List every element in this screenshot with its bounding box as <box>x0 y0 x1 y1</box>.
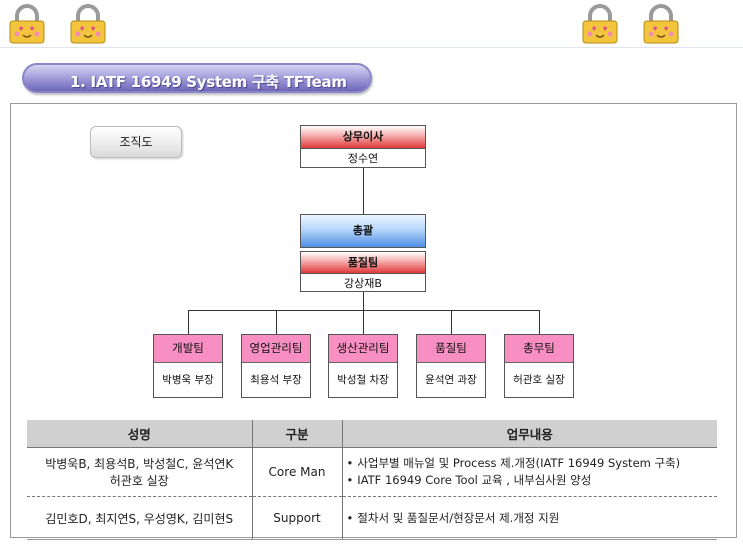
bullet-icon: • <box>346 510 354 525</box>
team-box-production: 생산관리팀 박성철 차장 <box>328 334 398 398</box>
duties-cell: •절차서 및 품질문서/현장문서 제.개정 지원 <box>341 496 717 540</box>
connector-exec-overall <box>363 168 364 214</box>
table-header-row: 성명 구분 업무내용 <box>27 420 717 448</box>
executive-name: 정수연 <box>347 152 379 165</box>
duty-text: IATF 16949 Core Tool 교육 , 내부심사원 양성 <box>357 473 592 487</box>
org-chart-label: 조직도 <box>90 126 182 158</box>
duty-item: •사업부별 매뉴얼 및 Process 제.개정(IATF 16949 Syst… <box>347 455 717 472</box>
team-member: 최용석 부장 <box>250 374 302 386</box>
team-member: 박성철 차장 <box>337 374 389 386</box>
connector-team-5 <box>539 310 540 334</box>
team-member: 허관호 실장 <box>513 374 565 386</box>
duty-item: •IATF 16949 Core Tool 교육 , 내부심사원 양성 <box>347 472 717 489</box>
quality-lead-name: 강상재B <box>344 277 382 290</box>
executive-box: 상무이사 정수연 <box>300 125 426 168</box>
connector-team-4 <box>451 310 452 334</box>
bullet-icon: • <box>346 473 354 487</box>
header-band <box>0 0 743 48</box>
team-member: 윤석연 과장 <box>425 374 477 386</box>
responsibility-table: 성명 구분 업무내용 박병욱B, 최용석B, 박성철C, 윤석연K 허관호 실장… <box>27 420 717 540</box>
duty-item: •절차서 및 품질문서/현장문서 제.개정 지원 <box>347 510 717 527</box>
table-row: 김민호D, 최지연S, 우성영K, 김미현S Support •절차서 및 품질… <box>27 496 717 540</box>
overall-box: 총괄 <box>300 214 426 248</box>
quality-lead-title: 품질팀 <box>301 252 425 274</box>
smiling-lock-icon <box>9 4 45 44</box>
smiling-lock-icon <box>70 4 106 44</box>
connector-quality-teams <box>363 292 364 310</box>
team-name: 총무팀 <box>505 335 573 363</box>
column-header-role: 구분 <box>251 420 342 448</box>
team-box-development: 개발팀 박병욱 부장 <box>153 334 223 398</box>
duties-cell: •사업부별 매뉴얼 및 Process 제.개정(IATF 16949 Syst… <box>341 447 717 497</box>
team-box-sales: 영업관리팀 최용석 부장 <box>241 334 311 398</box>
column-header-name: 성명 <box>27 420 252 448</box>
table-row: 박병욱B, 최용석B, 박성철C, 윤석연K 허관호 실장 Core Man •… <box>27 447 717 497</box>
team-name: 개발팀 <box>154 335 222 363</box>
header-divider <box>0 47 743 48</box>
team-name: 품질팀 <box>417 335 485 363</box>
names-cell: 박병욱B, 최용석B, 박성철C, 윤석연K 허관호 실장 <box>27 447 252 497</box>
bullet-icon: • <box>346 456 354 470</box>
names-cell: 김민호D, 최지연S, 우성영K, 김미현S <box>27 496 252 540</box>
team-box-quality: 품질팀 윤석연 과장 <box>416 334 486 398</box>
quality-lead-box: 품질팀 강상재B <box>300 251 426 292</box>
column-header-duties: 업무내용 <box>341 420 717 448</box>
smiling-lock-icon <box>582 4 618 44</box>
executive-title: 상무이사 <box>301 126 425 149</box>
connector-team-1 <box>188 310 189 334</box>
team-name: 영업관리팀 <box>242 335 310 363</box>
section-title: 1. IATF 16949 System 구축 TFTeam <box>70 73 347 91</box>
smiling-lock-icon <box>643 4 679 44</box>
section-title-pill: 1. IATF 16949 System 구축 TFTeam <box>22 63 372 93</box>
team-member: 박병욱 부장 <box>162 374 214 386</box>
role-cell: Support <box>251 496 342 540</box>
role-cell: Core Man <box>251 447 342 497</box>
names-line: 허관호 실장 <box>109 474 169 488</box>
connector-team-2 <box>276 310 277 334</box>
team-box-general-affairs: 총무팀 허관호 실장 <box>504 334 574 398</box>
names-line: 박병욱B, 최용석B, 박성철C, 윤석연K <box>45 457 234 471</box>
duty-text: 사업부별 매뉴얼 및 Process 제.개정(IATF 16949 Syste… <box>357 456 681 470</box>
connector-team-3 <box>363 310 364 334</box>
duty-text: 절차서 및 품질문서/현장문서 제.개정 지원 <box>357 510 560 525</box>
team-name: 생산관리팀 <box>329 335 397 363</box>
